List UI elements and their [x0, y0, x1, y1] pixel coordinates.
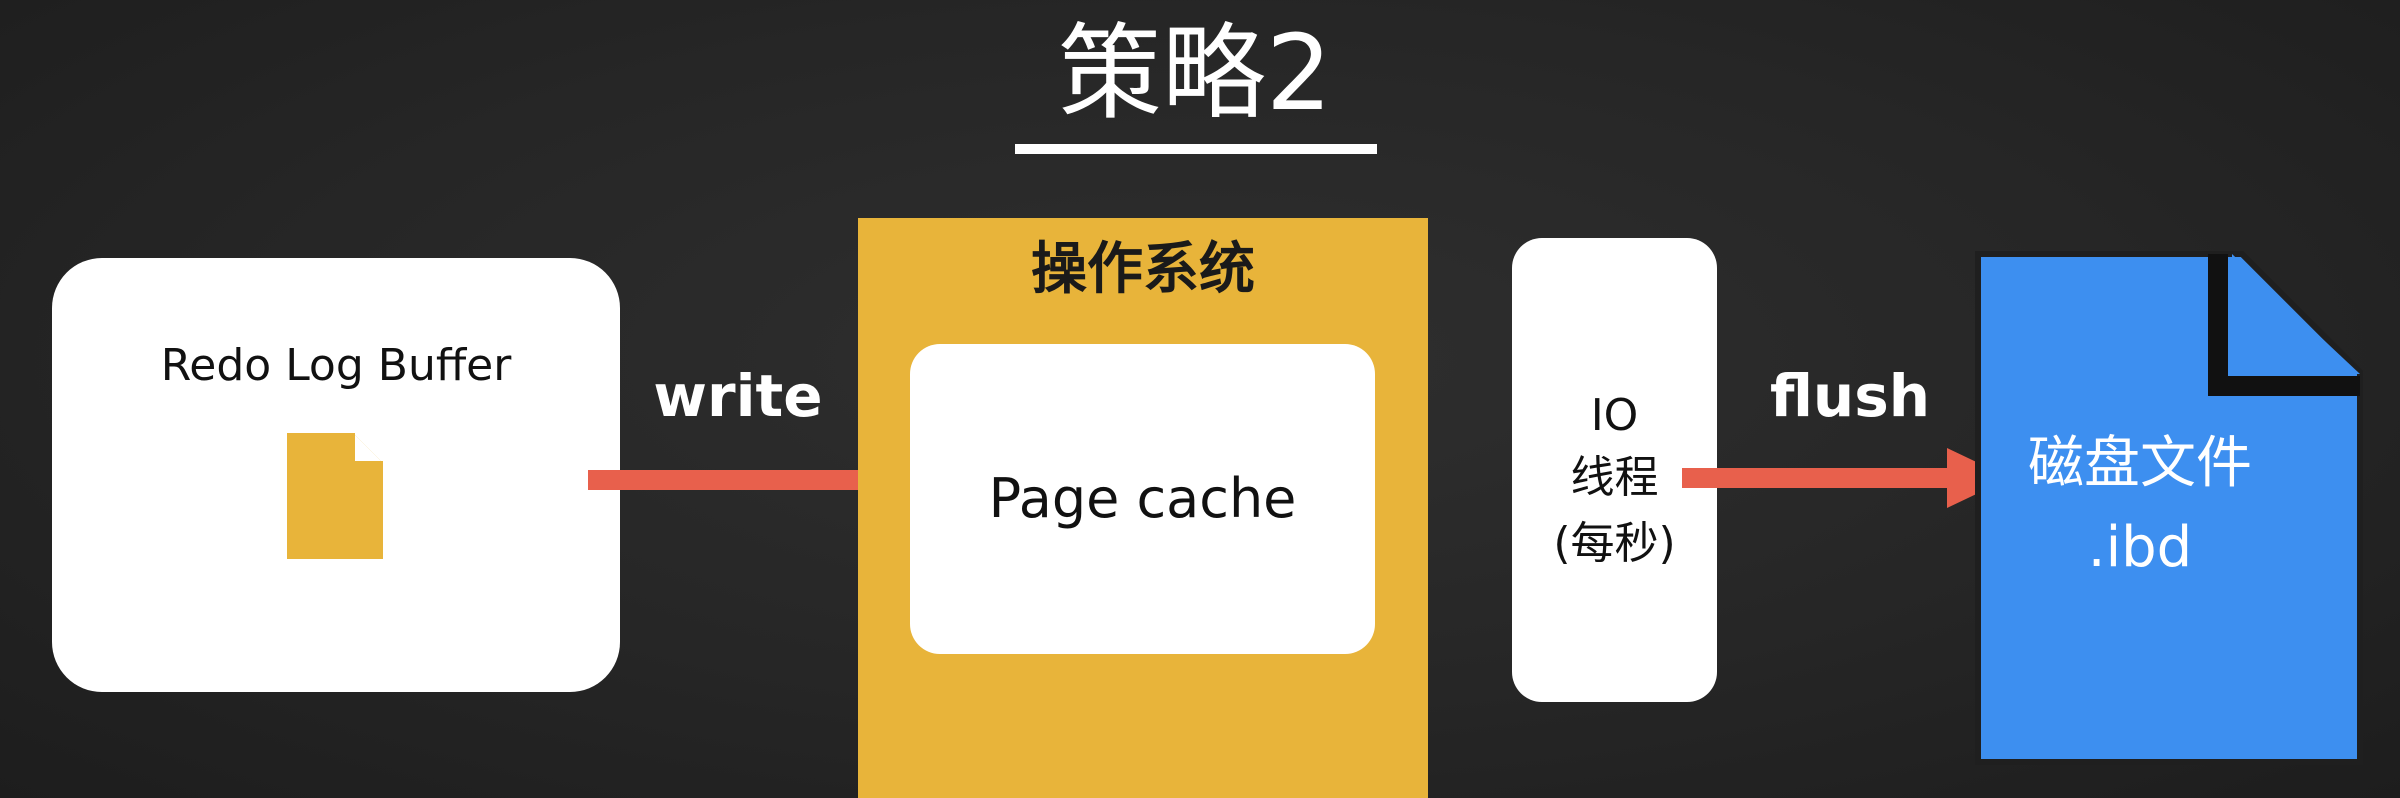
disk-file-label-line1: 磁盘文件 [2028, 431, 2252, 496]
disk-file-icon [1975, 251, 2363, 765]
flush-label: flush [1769, 362, 1931, 430]
operating-system-label: 操作系统 [1031, 237, 1255, 302]
io-thread-line2: 线程 [1570, 452, 1659, 503]
title-underline [1015, 144, 1377, 154]
disk-file-label-line2: .ibd [2087, 515, 2193, 580]
io-thread-line1: IO [1590, 390, 1639, 441]
operating-system-box: 操作系统 Page cache [858, 218, 1428, 798]
document-icon [287, 433, 383, 559]
page-cache-box: Page cache [910, 344, 1375, 654]
page-cache-label: Page cache [988, 467, 1297, 530]
io-thread-line3: (每秒) [1553, 518, 1676, 569]
flush-arrow [1682, 448, 2010, 508]
diagram-title: 策略2 [1057, 12, 1333, 134]
redo-log-buffer-label: Redo Log Buffer [160, 340, 512, 391]
write-label: write [653, 362, 823, 430]
redo-log-buffer-box: Redo Log Buffer [52, 258, 620, 692]
